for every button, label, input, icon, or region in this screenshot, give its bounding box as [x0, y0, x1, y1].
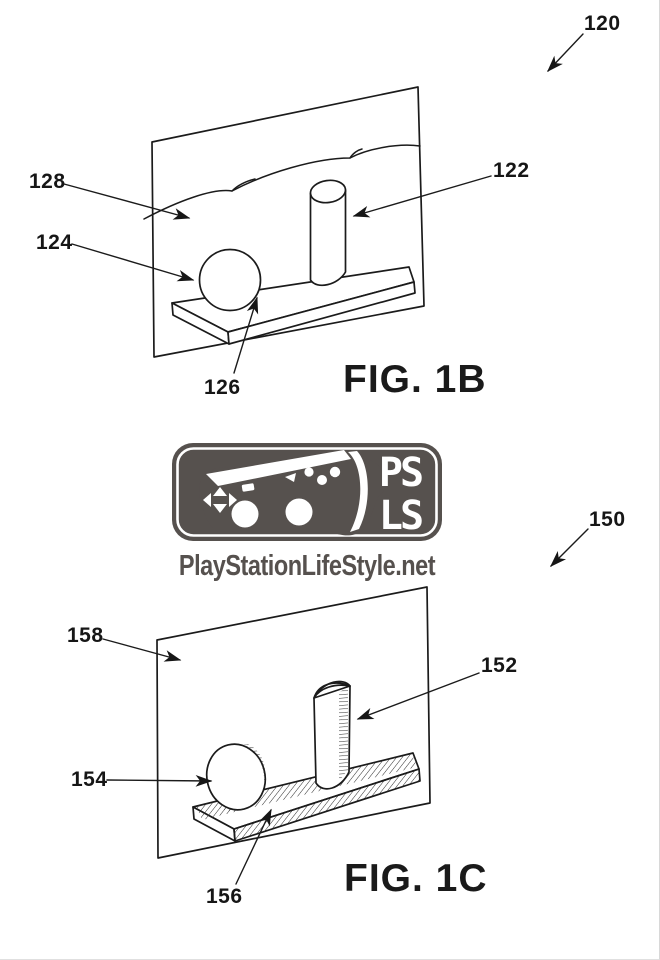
ref-label-156: 156	[206, 885, 243, 908]
figure-1c-caption: FIG. 1C	[344, 857, 488, 900]
arrows-1b	[63, 33, 584, 374]
monogram-ls: LS	[379, 493, 422, 539]
dpad-icon	[203, 487, 237, 513]
ref-label-126: 126	[204, 376, 241, 399]
sphere-1b	[198, 248, 262, 312]
ref-label-122: 122	[493, 159, 530, 182]
watermark: PS LS PlayStationLifeStyle.net	[172, 443, 442, 582]
ref-label-150: 150	[589, 508, 626, 531]
hills-curve-1b	[143, 144, 421, 220]
ref-label-124: 124	[36, 231, 73, 254]
cylinder-1b	[309, 179, 347, 287]
hills-cusp-1b	[231, 148, 363, 192]
figure-1b-drawing	[63, 33, 584, 374]
cylinder-1c	[313, 680, 351, 790]
ref-label-152: 152	[481, 654, 518, 677]
figure-1b-caption: FIG. 1B	[343, 358, 487, 401]
plane-1b	[151, 86, 425, 358]
ref-label-158: 158	[67, 624, 104, 647]
plane-1c	[156, 586, 431, 859]
face-buttons-icon	[304, 466, 341, 485]
ref-label-128: 128	[29, 170, 66, 193]
figure-1c-drawing	[102, 528, 589, 885]
ref-label-120: 120	[584, 12, 621, 35]
playstation-controller-icon: PS LS	[172, 443, 442, 541]
watermark-site-text: PlayStationLifeStyle.net	[178, 550, 436, 582]
arrows-1c	[102, 528, 589, 885]
monogram-ps: PS	[379, 450, 422, 496]
ref-label-154: 154	[71, 768, 108, 791]
